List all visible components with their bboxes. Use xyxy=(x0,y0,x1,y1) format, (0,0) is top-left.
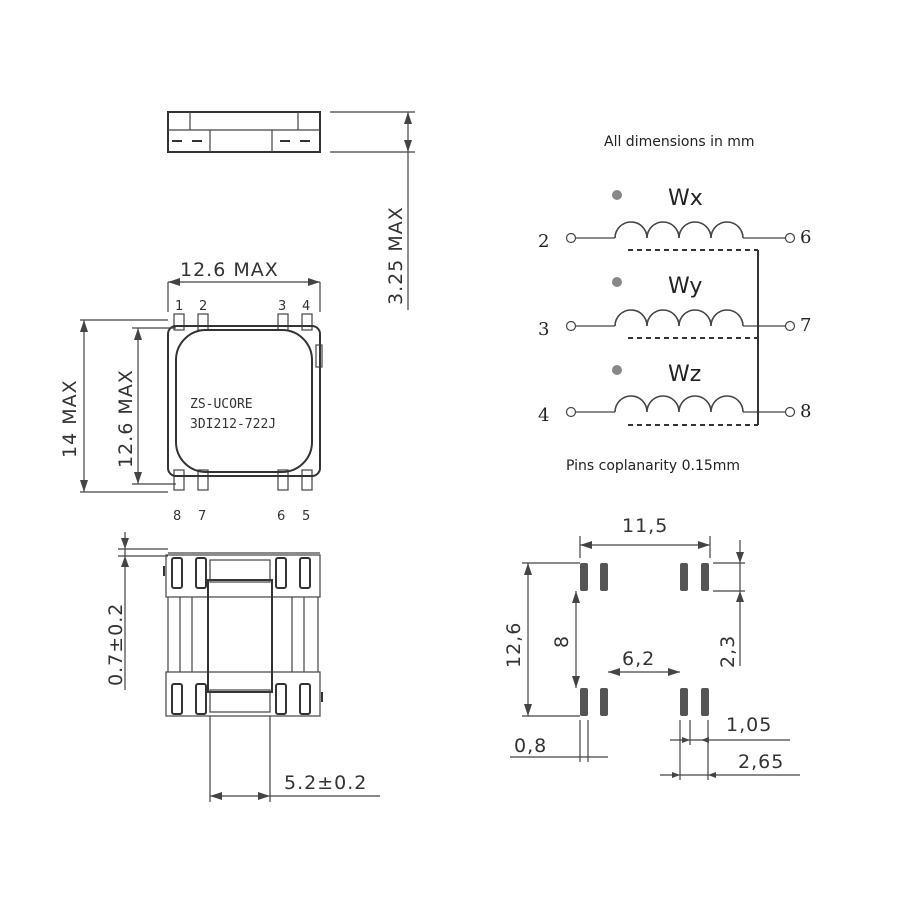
pad-span-x-label: 11,5 xyxy=(622,515,668,537)
winding-label-wy: Wy xyxy=(668,274,702,299)
lead-span-label: 5.2±0.2 xyxy=(284,772,367,794)
marking-line-1: ZS-UCORE xyxy=(190,397,253,412)
polarity-dot-wy xyxy=(612,277,622,287)
polarity-dot-wz xyxy=(612,365,622,375)
pad-pitch-label: 1,05 xyxy=(726,714,772,736)
schematic-pin-2: 2 xyxy=(538,231,549,252)
marking-line-2: 3DI212-722J xyxy=(190,417,276,432)
side-view xyxy=(167,111,415,310)
lead-thickness-label: 0.7±0.2 xyxy=(105,603,127,686)
pin-label-5: 5 xyxy=(302,509,310,524)
body-max-label: 12.6 MAX xyxy=(115,369,137,468)
length-max-label: 14 MAX xyxy=(59,379,81,458)
pad-gap-x-label: 6,2 xyxy=(622,648,655,670)
pad-layout xyxy=(510,536,800,780)
coplanarity-note: Pins coplanarity 0.15mm xyxy=(566,458,740,474)
pad-inner-y-label: 8 xyxy=(551,635,573,648)
schematic-pin-3: 3 xyxy=(538,319,549,340)
height-max-label: 3.25 MAX xyxy=(385,206,407,305)
polarity-dot-wx xyxy=(612,190,622,200)
pin-label-3: 3 xyxy=(278,299,286,314)
bottom-view xyxy=(118,532,380,802)
pin-label-6: 6 xyxy=(277,509,285,524)
pin-label-7: 7 xyxy=(198,509,206,524)
pin-label-4: 4 xyxy=(302,299,310,314)
units-note: All dimensions in mm xyxy=(604,134,755,150)
width-max-label: 12.6 MAX xyxy=(180,259,279,281)
winding-label-wx: Wx xyxy=(668,186,703,211)
winding-schematic xyxy=(565,190,796,426)
pin-label-8: 8 xyxy=(173,509,181,524)
pad-span-y-label: 12,6 xyxy=(503,622,525,668)
pad-len-label: 2,3 xyxy=(717,635,739,668)
schematic-pin-7: 7 xyxy=(800,315,811,336)
pin-label-1: 1 xyxy=(175,299,183,314)
winding-label-wz: Wz xyxy=(668,362,701,387)
pin-label-2: 2 xyxy=(199,299,207,314)
pad-width-label: 0,8 xyxy=(514,735,547,757)
schematic-pin-8: 8 xyxy=(800,401,811,422)
schematic-pin-4: 4 xyxy=(538,405,549,426)
pad-group-label: 2,65 xyxy=(738,751,784,773)
top-view xyxy=(80,278,323,493)
schematic-pin-6: 6 xyxy=(800,227,811,248)
